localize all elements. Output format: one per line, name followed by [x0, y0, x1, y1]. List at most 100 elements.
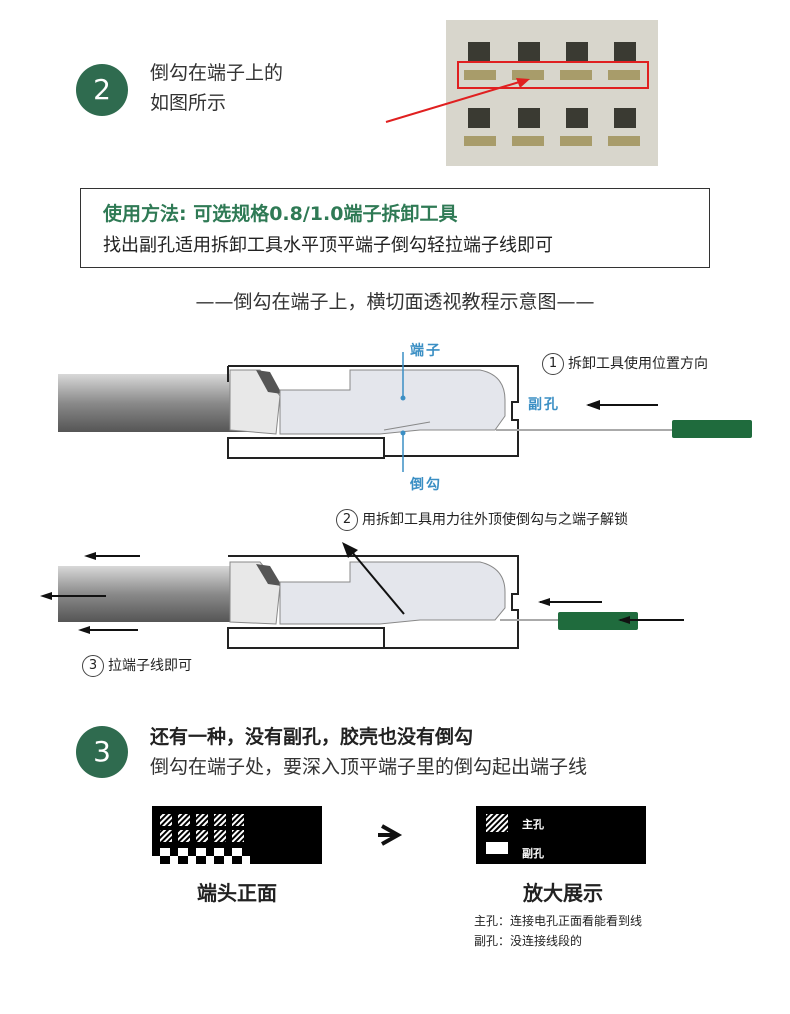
housing-outline [228, 365, 519, 457]
sub-hole-note: 副孔：没连接线段的 [474, 934, 583, 948]
housing-bottom-block [227, 627, 385, 649]
zoom-main-hole [486, 814, 508, 832]
barb [560, 70, 592, 80]
barb [560, 136, 592, 146]
notch [188, 856, 196, 864]
label-terminal: 端子 [410, 343, 442, 359]
pull-arrow-1-head [84, 552, 96, 560]
connector-photo [385, 20, 658, 166]
highlight-box [457, 61, 649, 89]
step-3-line2: 倒勾在端子处，要深入顶平端子里的倒勾起出端子线 [150, 756, 588, 778]
notch [242, 856, 250, 864]
sub-hole [160, 848, 170, 856]
front-bottom-notches [152, 856, 250, 864]
main-hole-note: 主孔：连接电孔正面看能看到线 [474, 914, 643, 928]
barb [512, 136, 544, 146]
front-main-holes [160, 814, 244, 842]
removal-tool-handle [558, 612, 638, 630]
barb [512, 70, 544, 80]
pull-arrow-3-head [78, 626, 90, 634]
main-hole [196, 814, 208, 826]
main-hole [178, 814, 190, 826]
hole [468, 42, 490, 62]
push-arrow-head [342, 542, 358, 558]
wire-insulation [58, 566, 258, 622]
notch [206, 856, 214, 864]
sub-hole [196, 848, 206, 856]
front-caption: 端头正面 [197, 881, 277, 905]
crimp-dark [256, 370, 282, 394]
barb [608, 136, 640, 146]
housing-outline [228, 555, 519, 649]
label-barb: 倒勾 [410, 477, 442, 493]
housing-bottom-block [227, 437, 385, 459]
removal-tool-handle [672, 420, 752, 438]
main-hole [196, 830, 208, 842]
step-3-line1: 还有一种，没有副孔，胶壳也没有倒勾 [150, 726, 474, 748]
sub-hole-label: 副孔 [522, 847, 544, 860]
front-sub-holes [160, 848, 242, 856]
step-2-text: 倒勾在端子上的 如图所示 [150, 58, 283, 118]
crimp-dark [256, 564, 282, 586]
step-2-note-text: 用拆卸工具用力往外顶使倒勾与之端子解锁 [362, 512, 628, 528]
hole [566, 108, 588, 128]
zoom-sub-hole [486, 842, 508, 854]
barb-pointer-dot [400, 430, 406, 436]
cross-section-diagram-2 [40, 542, 684, 649]
main-hole [214, 814, 226, 826]
step-3-number: 3 [82, 655, 104, 677]
sub-hole [232, 848, 242, 856]
terminal-body [279, 369, 506, 435]
push-arrow-line [351, 551, 405, 615]
step-2-badge: 2 [76, 64, 128, 116]
sub-hole [178, 848, 188, 856]
barb [464, 136, 496, 146]
step-1-text: 拆卸工具使用位置方向 [568, 356, 708, 372]
main-hole [160, 814, 172, 826]
notch [224, 856, 232, 864]
terminal-pointer-dot [400, 395, 406, 401]
barb [464, 70, 496, 80]
hole [518, 42, 540, 62]
tool-arrow-upper-head [538, 598, 550, 606]
cross-section-diagram-1 [58, 352, 752, 472]
tool-arrow-lower-head [618, 616, 630, 624]
red-arrow-head [516, 78, 530, 88]
barb-line [383, 421, 431, 431]
connector-barbs-top-row [464, 70, 640, 80]
hole [566, 42, 588, 62]
instruction-title: 使用方法: 可选规格0.8/1.0端子拆卸工具 [103, 203, 458, 225]
step-2-line2: 如图所示 [150, 92, 227, 114]
section-title: ——倒勾在端子上，横切面透视教程示意图—— [195, 291, 595, 313]
terminal-body [279, 561, 506, 625]
main-hole [232, 830, 244, 842]
main-hole-label: 主孔 [522, 818, 544, 831]
barb [608, 70, 640, 80]
step-1-number: 1 [542, 353, 564, 375]
zoom-caption: 放大展示 [523, 881, 603, 905]
hole [614, 108, 636, 128]
step-2-line1: 倒勾在端子上的 [150, 62, 284, 84]
connector-barbs-bottom-row [464, 136, 640, 146]
connector-holes-top-row [468, 42, 636, 62]
notch [152, 856, 160, 864]
main-hole [178, 830, 190, 842]
step-3-text: 还有一种，没有副孔，胶壳也没有倒勾 倒勾在端子处，要深入顶平端子里的倒勾起出端子… [150, 722, 587, 782]
hole [468, 108, 490, 128]
sub-hole [214, 848, 224, 856]
step-2-number: 2 [336, 509, 358, 531]
label-sub-hole: 副孔 [528, 397, 560, 413]
red-arrow-line [385, 79, 527, 123]
pull-arrow-2-head [40, 592, 52, 600]
connector-front-illustration [152, 806, 646, 864]
main-hole [160, 830, 172, 842]
hole [614, 42, 636, 62]
instruction-box: 使用方法: 可选规格0.8/1.0端子拆卸工具 找出副孔适用拆卸工具水平顶平端子… [80, 188, 710, 268]
insert-arrow-head [586, 400, 600, 410]
notch [170, 856, 178, 864]
main-hole [214, 830, 226, 842]
step-3-badge: 3 [76, 726, 128, 778]
